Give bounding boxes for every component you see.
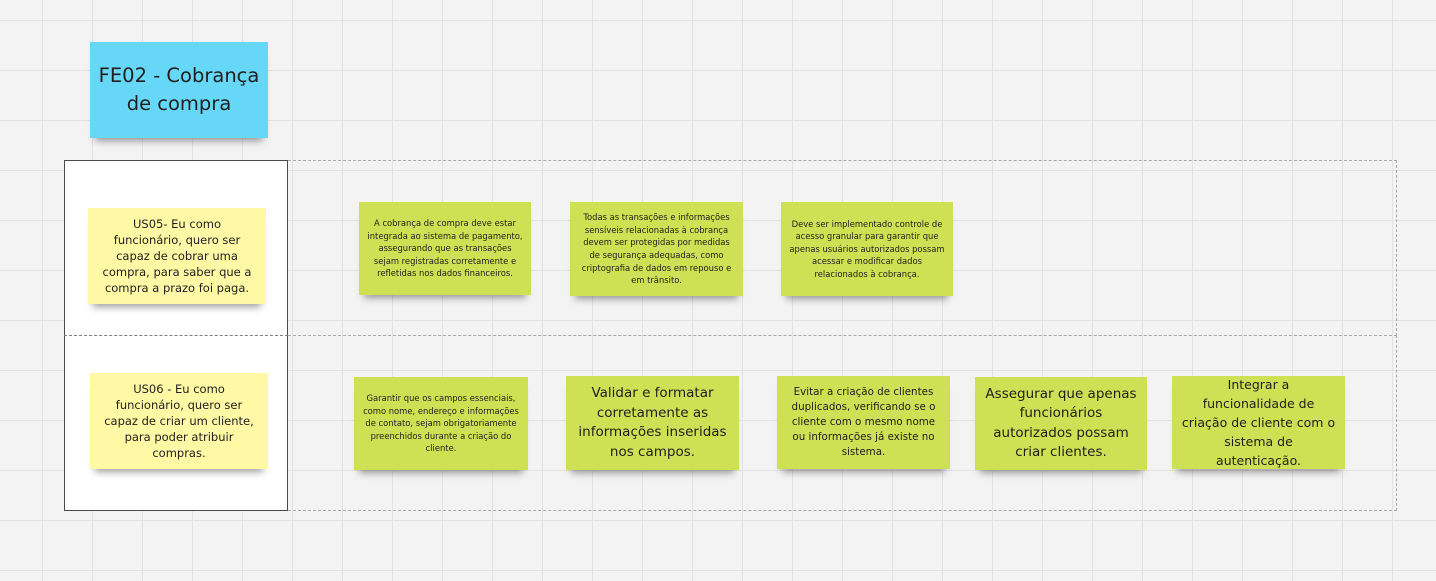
epic-title-note[interactable]: FE02 - Cobrança de compra xyxy=(90,42,268,138)
swimlane-row-us06 xyxy=(288,335,1397,511)
user-story-note-us06[interactable]: US06 - Eu como funcionário, quero ser ca… xyxy=(90,373,268,469)
requirement-note-validate-format[interactable]: Validar e formatar corretamente as infor… xyxy=(566,376,739,470)
requirement-text: A cobrança de compra deve estar integrad… xyxy=(367,218,523,279)
requirement-note-avoid-duplicates[interactable]: Evitar a criação de clientes duplicados,… xyxy=(777,376,950,469)
requirement-text: Assegurar que apenas funcionários autori… xyxy=(985,385,1137,461)
requirement-text: Integrar a funcionalidade de criação de … xyxy=(1181,377,1336,468)
user-story-text: US05- Eu como funcionário, quero ser cap… xyxy=(102,217,252,295)
requirement-text: Evitar a criação de clientes duplicados,… xyxy=(791,386,936,458)
requirement-text: Todas as transações e informações sensív… xyxy=(581,212,732,286)
requirement-note-authorized-only[interactable]: Assegurar que apenas funcionários autori… xyxy=(975,377,1147,470)
requirement-text: Deve ser implementado controle de acesso… xyxy=(789,218,945,279)
requirement-note-payment-integration[interactable]: A cobrança de compra deve estar integrad… xyxy=(359,202,531,295)
epic-title-text: FE02 - Cobrança de compra xyxy=(98,64,260,115)
row-divider xyxy=(64,335,288,336)
requirement-note-access-control[interactable]: Deve ser implementado controle de acesso… xyxy=(781,202,953,296)
requirement-note-data-security[interactable]: Todas as transações e informações sensív… xyxy=(570,202,743,296)
user-story-text: US06 - Eu como funcionário, quero ser ca… xyxy=(104,382,254,460)
requirement-text: Garantir que os campos essenciais, como … xyxy=(363,393,519,454)
requirement-text: Validar e formatar corretamente as infor… xyxy=(578,385,727,460)
user-story-note-us05[interactable]: US05- Eu como funcionário, quero ser cap… xyxy=(88,208,266,304)
requirement-note-required-fields[interactable]: Garantir que os campos essenciais, como … xyxy=(354,377,528,470)
requirement-note-auth-integration[interactable]: Integrar a funcionalidade de criação de … xyxy=(1172,376,1345,469)
